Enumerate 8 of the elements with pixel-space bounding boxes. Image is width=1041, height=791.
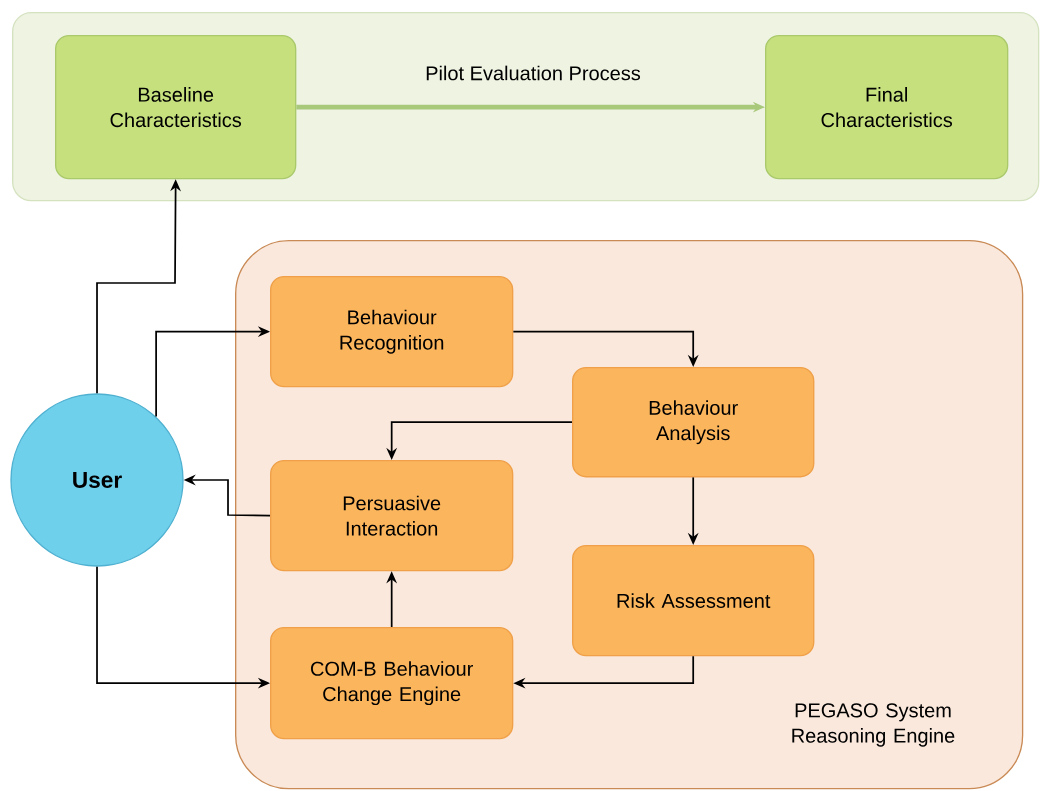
process-box: Final Characteristics — [765, 35, 1009, 180]
process-box: Behaviour Analysis — [572, 367, 815, 478]
process-box: COM-B Behaviour Change Engine — [270, 627, 514, 740]
process-box: Risk Assessment — [572, 545, 815, 657]
process-box: Behaviour Recognition — [270, 276, 514, 388]
panel-title: PEGASO System Reasoning Engine — [792, 703, 955, 747]
process-box: Persuasive Interaction — [270, 460, 514, 572]
process-box: Baseline Characteristics — [55, 35, 297, 180]
